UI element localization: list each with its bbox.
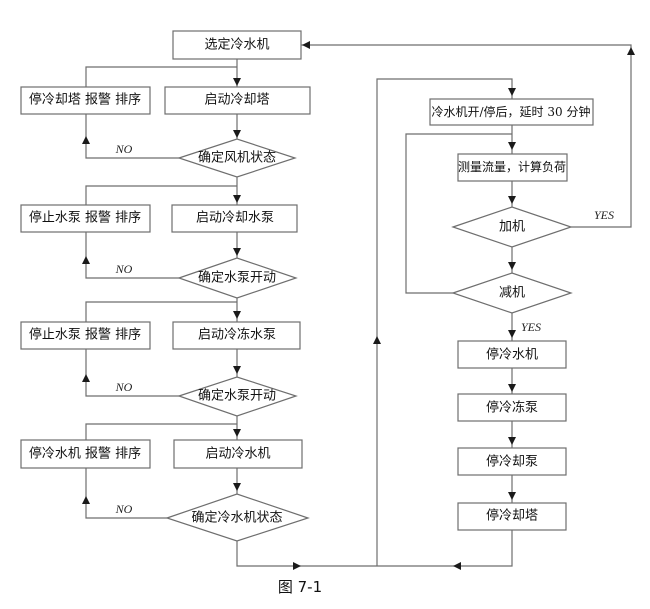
arrow-left-icon [302,41,310,49]
measure-label: 测量流量，计算负荷 [458,159,566,174]
stop-step-label: 停冷水机 [486,347,538,363]
decision-label: 确定水泵开动 [198,389,276,404]
loop-connector [405,133,512,294]
stop-step-box [457,340,567,369]
process-box [171,204,298,233]
add-decision-label: 加机 [499,220,525,235]
load-control: 冷水机开/停后，延时 30 分钟 测量流量，计算负荷 加机 YES 减机 YES… [429,98,614,531]
start-label: 选定冷水机 [204,38,269,53]
stop-step-label: 停冷冻泵 [486,400,538,416]
arrow-down-icon [233,130,241,138]
process-label: 启动冷冻水泵 [198,327,276,343]
stage-cooling-tower: 启动冷却塔 停冷却塔 报警 排序 确定风机状态 NO [20,86,311,178]
remove-decision-diamond [451,272,573,314]
no-connector [85,114,179,159]
figure-caption: 图 7-1 [278,578,322,596]
stage-cooling-pump: 启动冷却水泵 停止水泵 报警 排序 确定水泵开动 NO [20,204,298,299]
stage-chiller: 启动冷水机 停冷水机 报警 排序 确定冷水机状态 NO [20,439,310,542]
decision-label: 确定水泵开动 [198,271,276,286]
arrow-down-icon [233,248,241,256]
start-box [172,30,302,60]
delay-label: 冷水机开/停后，延时 30 分钟 [432,104,591,119]
arrow-up-icon [82,496,90,504]
no-connector [85,468,167,519]
arrowheads [82,41,635,570]
stage-chilled-pump: 启动冷冻水泵 停止水泵 报警 排序 确定水泵开动 NO [20,321,301,417]
delay-box [429,98,594,126]
process-label: 启动冷却塔 [204,93,269,108]
connector [377,530,513,567]
measure-box [457,153,568,182]
connector [85,423,237,440]
no-label: NO [115,262,133,276]
arrow-down-icon [508,142,516,150]
arrow-down-icon [508,492,516,500]
fail-box [20,86,151,115]
arrow-down-icon [508,196,516,204]
arrow-down-icon [233,195,241,203]
stop-step-label: 停冷却塔 [486,508,538,524]
arrow-up-icon [82,256,90,264]
decision-label: 确定冷水机状态 [191,511,282,526]
arrow-down-icon [233,78,241,86]
stop-step-label: 停冷却泵 [486,454,538,470]
arrow-up-icon [373,336,381,344]
decision-diamond [177,257,298,299]
process-label: 启动冷水机 [205,447,270,462]
decision-diamond [165,493,310,542]
arrow-down-icon [233,311,241,319]
arrow-down-icon [233,366,241,374]
stop-step-box [457,447,567,476]
fail-label: 停冷却塔 报警 排序 [29,92,141,108]
connectors [85,44,632,567]
process-box [172,321,301,350]
yes-connector [301,44,632,228]
connector [85,185,237,205]
connector [85,66,237,87]
yes-label: YES [594,208,614,222]
arrow-right-icon [293,562,301,570]
fail-box [20,321,151,350]
arrow-down-icon [508,384,516,392]
arrow-up-icon [82,374,90,382]
no-connector [85,349,179,397]
stop-step-box [457,393,567,422]
no-label: NO [115,142,133,156]
fail-label: 停止水泵 报警 排序 [29,210,141,226]
fail-label: 停止水泵 报警 排序 [29,327,141,343]
process-box [173,439,303,469]
add-decision-diamond [451,206,573,248]
arrow-down-icon [233,483,241,491]
arrow-up-icon [82,136,90,144]
connector [85,301,237,322]
fail-box [20,439,151,469]
no-label: NO [115,502,133,516]
yes-label: YES [521,320,541,334]
loop-connector [376,78,513,566]
arrow-down-icon [508,262,516,270]
process-box [164,86,311,115]
decision-diamond [177,138,297,178]
start-node: 选定冷水机 [172,30,302,60]
connector [236,541,377,567]
arrow-up-icon [627,47,635,55]
no-label: NO [115,380,133,394]
arrow-down-icon [508,437,516,445]
process-label: 启动冷却水泵 [196,211,274,226]
no-connector [85,232,179,279]
decision-label: 确定风机状态 [198,151,276,166]
fail-label: 停冷水机 报警 排序 [29,446,141,462]
arrow-down-icon [508,88,516,96]
arrow-down-icon [508,330,516,338]
fail-box [20,204,151,233]
remove-decision-label: 减机 [499,286,525,301]
stop-step-box [457,502,567,531]
decision-diamond [177,376,298,417]
arrow-down-icon [233,429,241,437]
arrow-left-icon [453,562,461,570]
